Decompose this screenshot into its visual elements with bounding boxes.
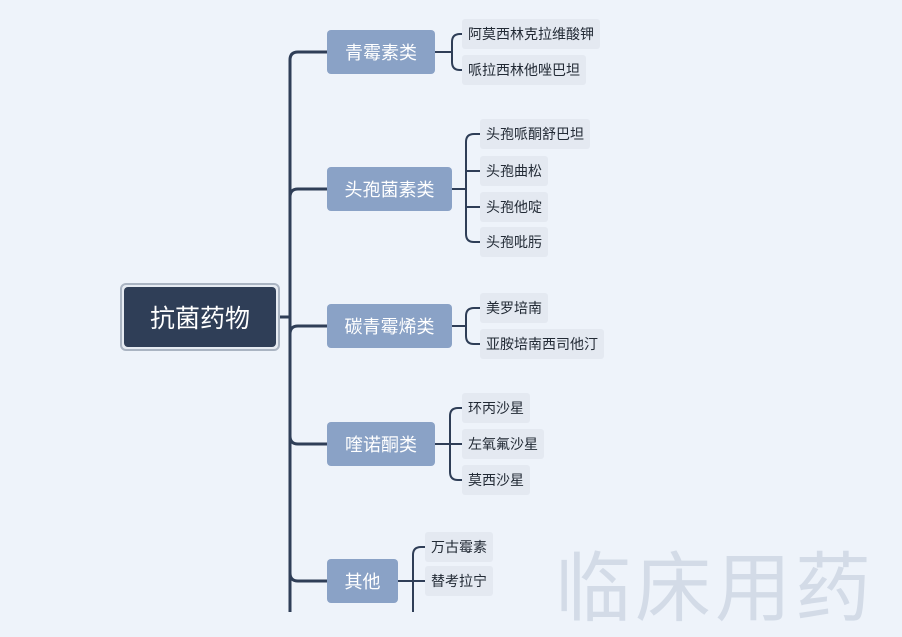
leaf-cefoperazone-sulbactam[interactable]: 头孢哌酮舒巴坦 (480, 119, 590, 149)
root-node[interactable]: 抗菌药物 (124, 287, 276, 347)
connector-cat-2 (288, 187, 329, 199)
connector-cat-4 (288, 434, 329, 446)
leaf-imipenem-cilastatin[interactable]: 亚胺培南西司他汀 (480, 329, 604, 359)
leaf-ceftriaxone[interactable]: 头孢曲松 (480, 156, 548, 186)
connector-lines (276, 33, 481, 612)
leaf-teicoplanin[interactable]: 替考拉宁 (425, 566, 493, 596)
leaf-levofloxacin[interactable]: 左氧氟沙星 (462, 429, 544, 459)
connector-leaf-4 (434, 407, 463, 481)
watermark-text: 临床用药 (555, 544, 875, 633)
leaf-vancomycin[interactable]: 万古霉素 (425, 532, 493, 562)
connector-leaf-5 (397, 546, 426, 612)
connector-trunk (288, 50, 329, 612)
connector-cat-5 (288, 571, 329, 583)
leaf-ciprofloxacin[interactable]: 环丙沙星 (462, 393, 530, 423)
leaf-piperacillin-tazobactam[interactable]: 哌拉西林他唑巴坦 (462, 55, 586, 85)
connector-leaf-2 (451, 133, 481, 243)
category-others[interactable]: 其他 (327, 559, 398, 603)
category-quinolones[interactable]: 喹诺酮类 (327, 422, 435, 466)
leaf-meropenem[interactable]: 美罗培南 (480, 293, 548, 323)
leaf-cefepime[interactable]: 头孢吡肟 (480, 227, 548, 257)
connector-leaf-3 (451, 307, 481, 345)
category-carbapenems[interactable]: 碳青霉烯类 (327, 304, 452, 348)
connector-leaf-1 (434, 33, 463, 71)
leaf-ceftazidime[interactable]: 头孢他啶 (480, 192, 548, 222)
category-cephalosporins[interactable]: 头孢菌素类 (327, 167, 452, 211)
category-penicillins[interactable]: 青霉素类 (327, 30, 435, 74)
leaf-moxifloxacin[interactable]: 莫西沙星 (462, 465, 530, 495)
leaf-amoxicillin-clavulanate[interactable]: 阿莫西林克拉维酸钾 (462, 19, 600, 49)
connector-cat-3 (288, 324, 329, 336)
